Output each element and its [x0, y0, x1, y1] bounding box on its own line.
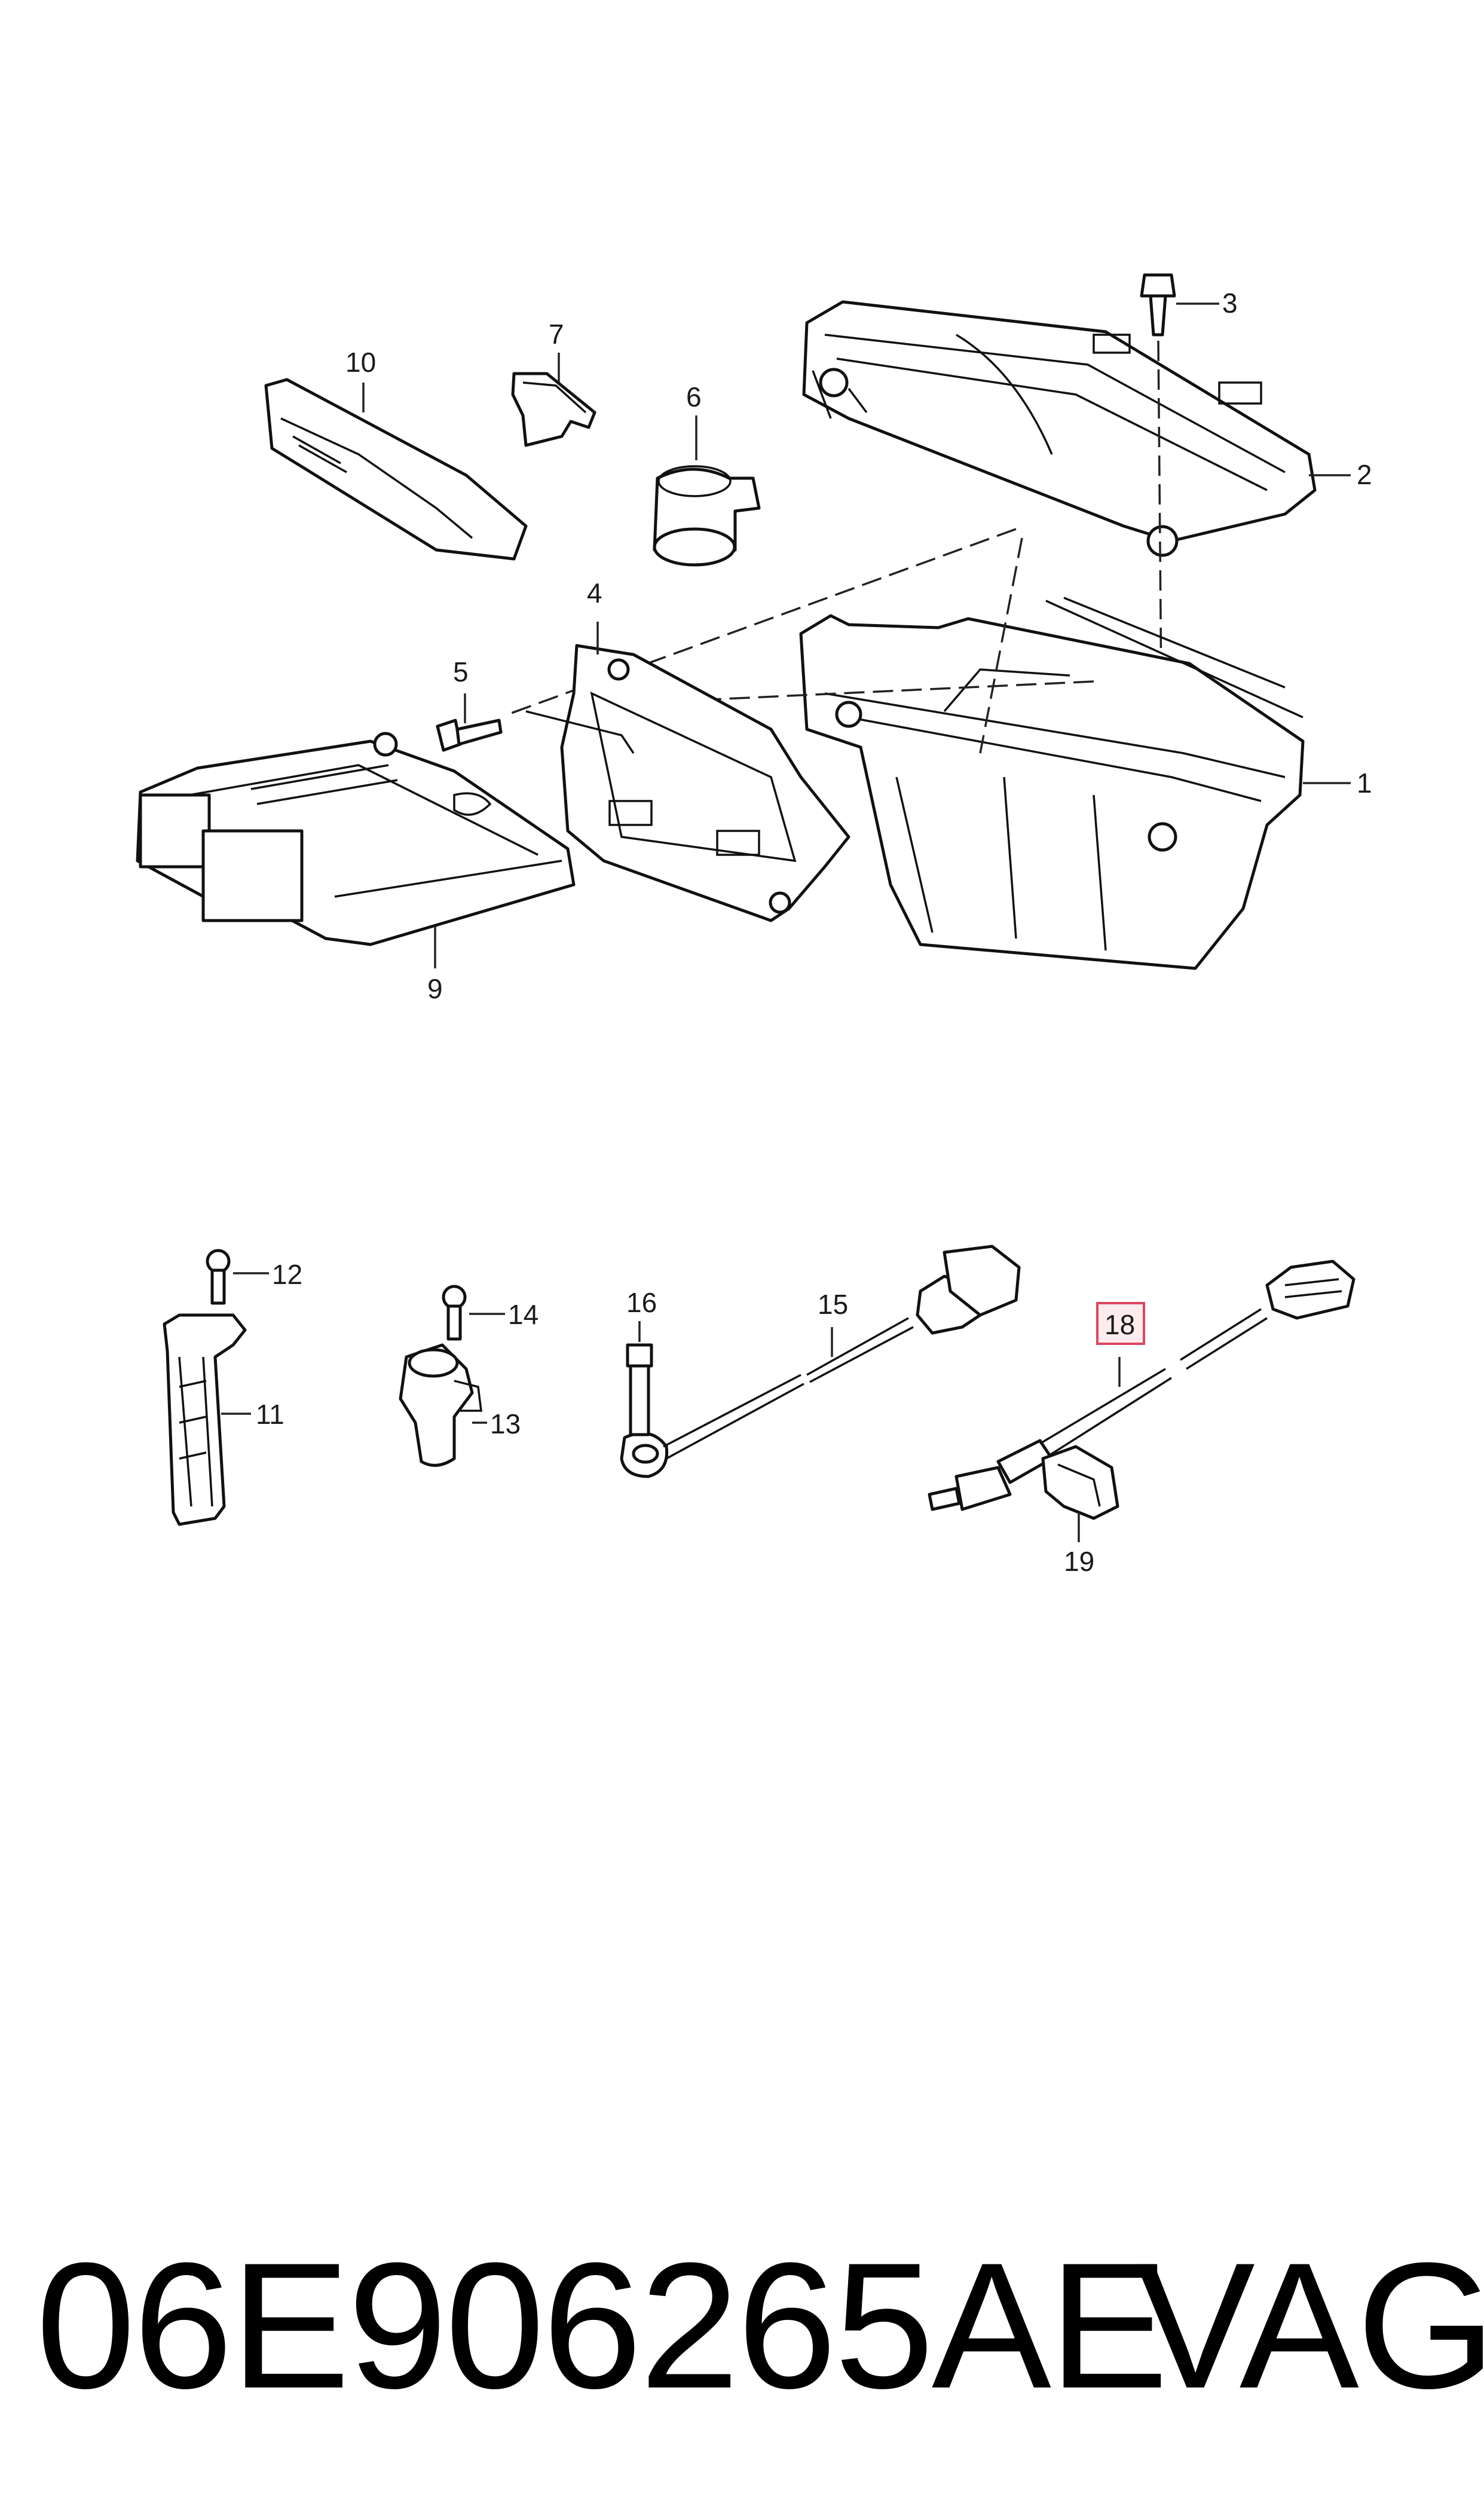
part-9-ecu [136, 732, 576, 968]
callout-12: 12 [272, 1259, 302, 1290]
callout-10: 10 [345, 347, 376, 378]
part-16-bolt [626, 1321, 653, 1436]
part-2-housing-cover [802, 300, 1317, 557]
part-6-relay [653, 415, 761, 567]
part-number-label: 06E906265AE [36, 2225, 1168, 2426]
part-13-speed-sensor [399, 1343, 487, 1467]
callout-11: 11 [256, 1399, 284, 1430]
part-7-clip [511, 353, 596, 447]
parts-diagram: 3 2 1 4 5 [136, 273, 1372, 1577]
part-14-bolt [442, 1285, 505, 1341]
callout-16: 16 [626, 1287, 657, 1318]
callout-1: 1 [1357, 768, 1372, 799]
callout-4: 4 [587, 577, 602, 609]
part-1-housing-base [799, 597, 1305, 970]
callout-5: 5 [453, 656, 469, 687]
part-5-screw [436, 693, 503, 752]
callout-19: 19 [1064, 1546, 1094, 1577]
callout-3: 3 [1222, 288, 1238, 319]
callout-2: 2 [1357, 459, 1372, 490]
callout-14: 14 [508, 1299, 538, 1330]
callout-15: 15 [818, 1289, 848, 1320]
callout-6: 6 [686, 381, 702, 412]
callout-7: 7 [549, 319, 564, 350]
part-10-cover-strip [264, 378, 528, 561]
part-4-bracket [525, 622, 850, 922]
callout-9: 9 [427, 973, 443, 1004]
part-15-knock-sensor [620, 1245, 1021, 1478]
part-19-clip [1041, 1445, 1119, 1542]
brand-label: VAG [1136, 2225, 1484, 2426]
callout-13: 13 [490, 1408, 521, 1439]
callout-18-highlight [1096, 1302, 1145, 1345]
callout-18: 18 [1104, 1309, 1135, 1340]
part-18-lambda-sensor [928, 1260, 1356, 1511]
part-11-sensor-bracket [163, 1313, 247, 1526]
part-12-bolt [206, 1249, 269, 1305]
